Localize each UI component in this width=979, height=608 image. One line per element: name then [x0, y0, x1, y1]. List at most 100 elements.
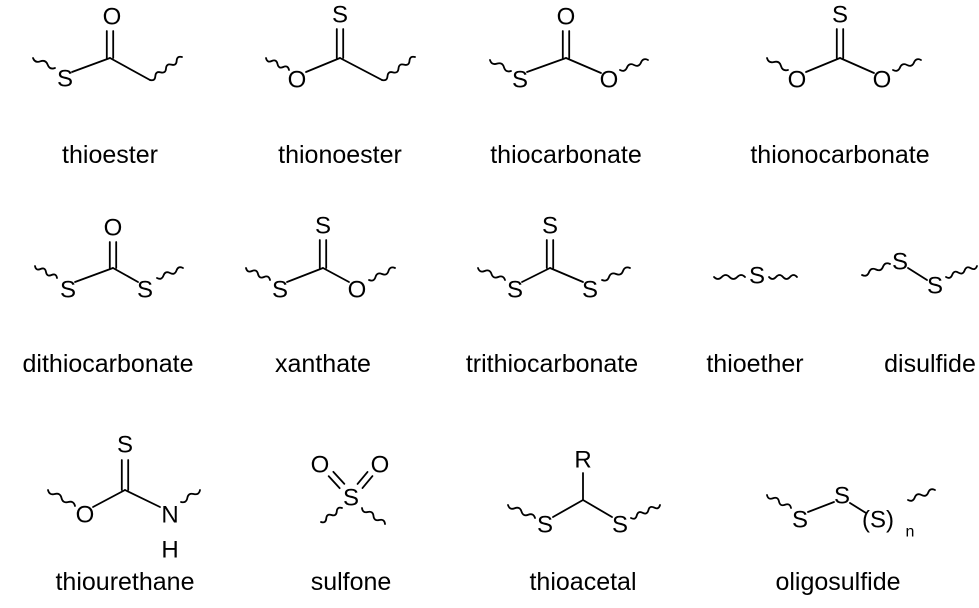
single-bond	[565, 57, 602, 74]
atom-o: O	[600, 67, 619, 94]
atom-s: S	[834, 483, 850, 510]
structure-label: dithiocarbonate	[23, 350, 194, 378]
atom-o: O	[788, 67, 807, 94]
double-bond	[332, 470, 346, 485]
single-bond	[526, 57, 567, 73]
wavy-bond	[149, 55, 183, 82]
structure-label: thiocarbonate	[490, 141, 642, 169]
structure-label: oligosulfide	[775, 568, 900, 596]
wavy-bond	[361, 507, 386, 525]
atom-s: S	[60, 277, 76, 304]
wavy-bond	[368, 266, 396, 282]
atom-s: S	[792, 507, 808, 534]
single-bond	[582, 499, 613, 518]
wavy-bond	[768, 274, 798, 280]
single-bond	[339, 57, 383, 81]
atom-s: S	[343, 485, 359, 512]
single-bond	[109, 57, 151, 81]
atom-o: O	[311, 452, 330, 479]
single-bond	[907, 267, 928, 281]
wavy-bond	[477, 267, 506, 281]
single-bond	[805, 57, 841, 73]
structure-label: disulfide	[884, 350, 976, 378]
structure-label: thionoester	[278, 141, 402, 169]
atom-h: H	[161, 537, 178, 564]
wavy-bond	[630, 504, 661, 520]
wavy-bond	[601, 266, 631, 282]
wavy-bond	[245, 267, 271, 281]
atom-s: S	[542, 213, 558, 240]
atom-s: S	[332, 2, 348, 29]
double-bond	[361, 475, 374, 489]
structure-oligosulfide: SS (S) n oligosulfide	[766, 483, 936, 596]
atom-s: S	[749, 263, 765, 290]
wavy-bond	[892, 58, 922, 72]
structure-label: thioester	[62, 141, 158, 169]
atom-s: S	[832, 2, 848, 29]
single-bond	[521, 267, 551, 283]
atom-n: N	[161, 502, 178, 529]
wavy-bond	[507, 504, 536, 519]
wavy-bond	[32, 57, 56, 70]
single-bond	[71, 57, 111, 73]
single-bond	[124, 489, 161, 508]
single-bond	[286, 267, 324, 283]
structure-label: trithiocarbonate	[466, 350, 638, 378]
atom-s: S	[512, 67, 528, 94]
wavy-bond	[320, 506, 343, 524]
wavy-bond	[489, 59, 512, 73]
structure-label: thiourethane	[55, 568, 194, 596]
structure-label: xanthate	[275, 350, 371, 378]
atom-s: S	[117, 432, 133, 459]
atom-s: S	[315, 213, 331, 240]
wavy-bond	[265, 57, 290, 71]
single-bond	[112, 267, 139, 283]
atom-o: O	[288, 67, 307, 94]
atom-o: O	[873, 67, 892, 94]
atom-o: O	[348, 277, 367, 304]
wavy-bond	[945, 265, 978, 279]
atom-o: O	[104, 215, 123, 242]
atom-s: S	[537, 512, 553, 539]
wavy-bond	[381, 55, 416, 82]
atom-s: S	[57, 66, 73, 93]
atom-o: O	[76, 502, 95, 529]
subscript-n: n	[906, 524, 915, 541]
atom-s: S	[507, 277, 523, 304]
atom-s: S	[892, 249, 908, 276]
single-bond	[74, 267, 114, 283]
wavy-bond	[156, 266, 184, 280]
atom-o: O	[557, 4, 576, 31]
wavy-bond	[180, 489, 201, 504]
structure-label: sulfone	[311, 568, 392, 596]
structure-label: thioether	[706, 350, 803, 378]
structure-label: thionocarbonate	[750, 141, 929, 169]
atom-o: O	[371, 452, 390, 479]
single-bond	[552, 499, 584, 518]
atom-s: S	[927, 273, 943, 300]
single-bond	[305, 57, 341, 73]
atom-s: (S)	[862, 507, 894, 534]
wavy-bond	[713, 274, 746, 280]
single-bond	[549, 267, 584, 283]
single-bond	[322, 267, 350, 283]
wavy-bond	[766, 494, 792, 509]
single-bond	[807, 501, 835, 513]
atom-s: S	[137, 277, 153, 304]
wavy-bond	[34, 265, 58, 279]
atom-s: S	[582, 277, 598, 304]
atom-o: O	[103, 4, 122, 31]
atom-s: S	[272, 277, 288, 304]
wavy-bond	[619, 58, 649, 72]
